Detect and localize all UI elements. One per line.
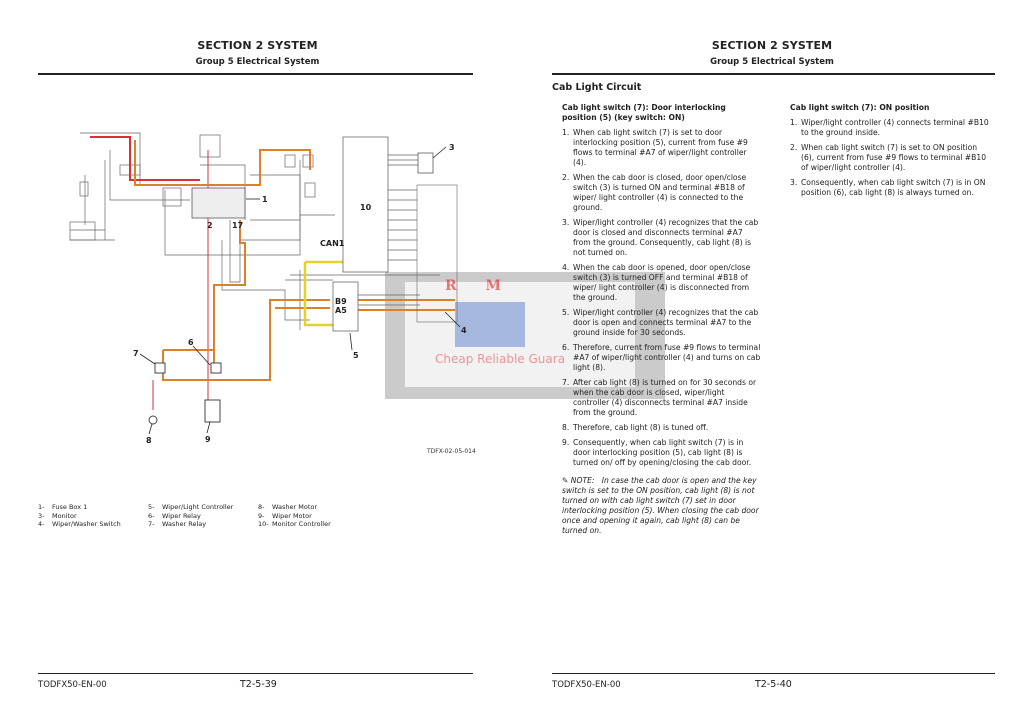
door-interlock-column: Cab light switch (7): Door interlocking … [562,103,762,536]
svg-text:6: 6 [188,338,194,347]
svg-text:2: 2 [207,221,213,230]
svg-text:4: 4 [461,326,467,335]
legend-item: 5-Wiper/Light Controller [148,503,234,511]
list-item: 1.When cab light switch (7) is set to do… [562,128,748,167]
legend-item: 4-Wiper/Washer Switch [38,520,121,528]
list-item: 3.Consequently, when cab light switch (7… [790,178,986,197]
monitor-controller-box [342,136,389,273]
footer-rule [552,673,995,674]
legend: 1-Fuse Box 1 5-Wiper/Light Controller 8-… [38,503,368,529]
page-number: T2-5-40 [755,679,792,690]
footer-rule [38,673,473,674]
wiring-diagram: 1 2 17 3 4 5 6 7 8 9 10 CAN1 B9 A5 TDFX-… [69,132,476,455]
wiper-motor [204,399,221,423]
note: ✎ NOTE: In case the cab door is open and… [562,476,759,535]
svg-text:9: 9 [205,435,211,444]
pencil-icon: ✎ [562,476,569,485]
svg-text:17: 17 [232,221,243,230]
header-rule [552,73,995,75]
washer-motor [148,415,158,425]
svg-text:5: 5 [353,351,359,360]
list-item: 5.Wiper/light controller (4) recognizes … [562,308,759,337]
list-item: 2.When cab light switch (7) is set to ON… [790,143,987,172]
svg-text:A5: A5 [335,306,347,315]
watermark-logo-icon [455,302,525,347]
svg-text:1: 1 [262,195,268,204]
legend-item: 1-Fuse Box 1 [38,503,88,511]
svg-text:7: 7 [133,349,139,358]
footer-code: TODFX50-EN-00 [552,680,621,690]
wiper-light-controller-box [332,281,359,332]
list-item: 1.Wiper/light controller (4) connects te… [790,118,989,137]
wiper-relay [210,362,222,374]
gray-wires [69,132,440,330]
svg-text:3: 3 [449,143,455,152]
page-number: T2-5-39 [240,679,277,690]
callout-arrows [139,146,461,435]
left-page: SECTION 2 SYSTEM Group 5 Electrical Syst… [38,39,476,690]
watermark-tagline: Cheap Reliable Guara [435,352,566,366]
diagram-code: TDFX-02-05-014 [426,448,476,455]
legend-item: 7-Washer Relay [148,520,207,528]
list-item: 7.After cab light (8) is turned on for 3… [562,378,757,417]
watermark-brand: R M [445,278,514,294]
list-item: 2.When the cab door is closed, door open… [562,173,747,212]
right-page: SECTION 2 SYSTEM Group 5 Electrical Syst… [515,0,1029,724]
header-rule [38,73,473,75]
subheading: Cab light switch (7): Door interlocking … [562,103,726,122]
group-heading: Group 5 Electrical System [710,57,834,67]
svg-text:10: 10 [360,203,372,212]
footer-code: TODFX50-EN-00 [38,680,107,690]
list-item: 9.Consequently, when cab light switch (7… [562,438,752,467]
colored-wires [90,136,455,410]
list-item: 3.Wiper/light controller (4) recognizes … [562,218,759,257]
legend-item: 10-Monitor Controller [258,520,331,528]
legend-item: 3-Monitor [38,511,77,520]
group-heading: Group 5 Electrical System [195,57,320,67]
list-item: 8.Therefore, cab light (8) is tuned off. [562,423,709,432]
list-item: 4.When the cab door is opened, door open… [562,263,751,302]
on-position-column: Cab light switch (7): ON position 1.Wipe… [790,103,990,203]
legend-item: 9-Wiper Motor [258,511,312,520]
fuse-box [191,187,246,219]
section-heading: SECTION 2 SYSTEM [711,39,833,52]
legend-item: 8-Washer Motor [258,503,318,511]
switch-connector [416,184,458,323]
list-item: 6.Therefore, current from fuse #9 flows … [562,343,761,372]
svg-text:CAN1: CAN1 [320,239,345,248]
svg-text:8: 8 [146,436,152,445]
subheading: Cab light switch (7): ON position [790,103,930,112]
diagram-labels: 1 2 17 3 4 5 6 7 8 9 10 CAN1 B9 A5 [133,143,467,445]
svg-text:B9: B9 [335,297,347,306]
legend-item: 6-Wiper Relay [148,511,201,520]
circuit-title: Cab Light Circuit [552,82,642,93]
washer-relay [154,362,166,374]
monitor-box [417,152,434,174]
section-heading: SECTION 2 SYSTEM [197,39,318,52]
